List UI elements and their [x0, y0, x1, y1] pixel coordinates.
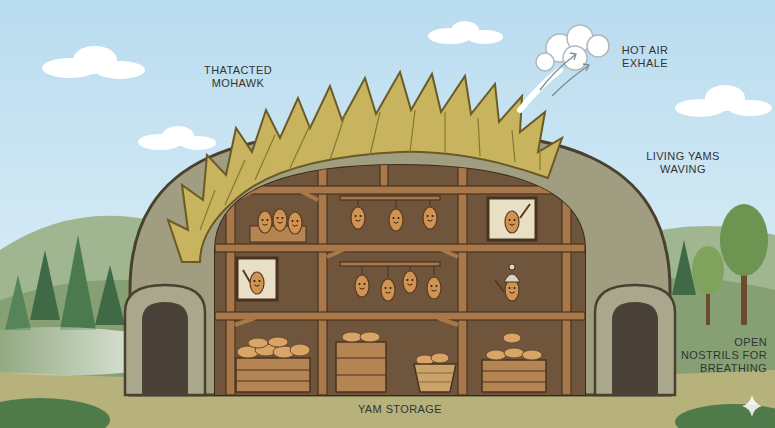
living-yams — [243, 200, 530, 301]
callout-label: OPEN NOSTRILS FOR BREATHING — [675, 336, 767, 375]
deciduous-tree — [692, 204, 768, 325]
wooden-frame — [215, 160, 585, 395]
hot-air-puff — [520, 25, 609, 110]
storage-crates — [236, 332, 546, 392]
thatch-mohawk — [168, 72, 562, 262]
yam-windows — [237, 198, 536, 300]
sparkle-mark — [742, 395, 762, 417]
nostril-tunnels — [125, 285, 675, 395]
callout-label: YAM STORAGE — [345, 403, 455, 416]
callout-label: LIVING YAMS WAVING — [642, 150, 724, 176]
callout-label: HOT AIR EXHALE — [612, 44, 678, 70]
callout-label: THATACTED MOHAWK — [198, 64, 278, 90]
